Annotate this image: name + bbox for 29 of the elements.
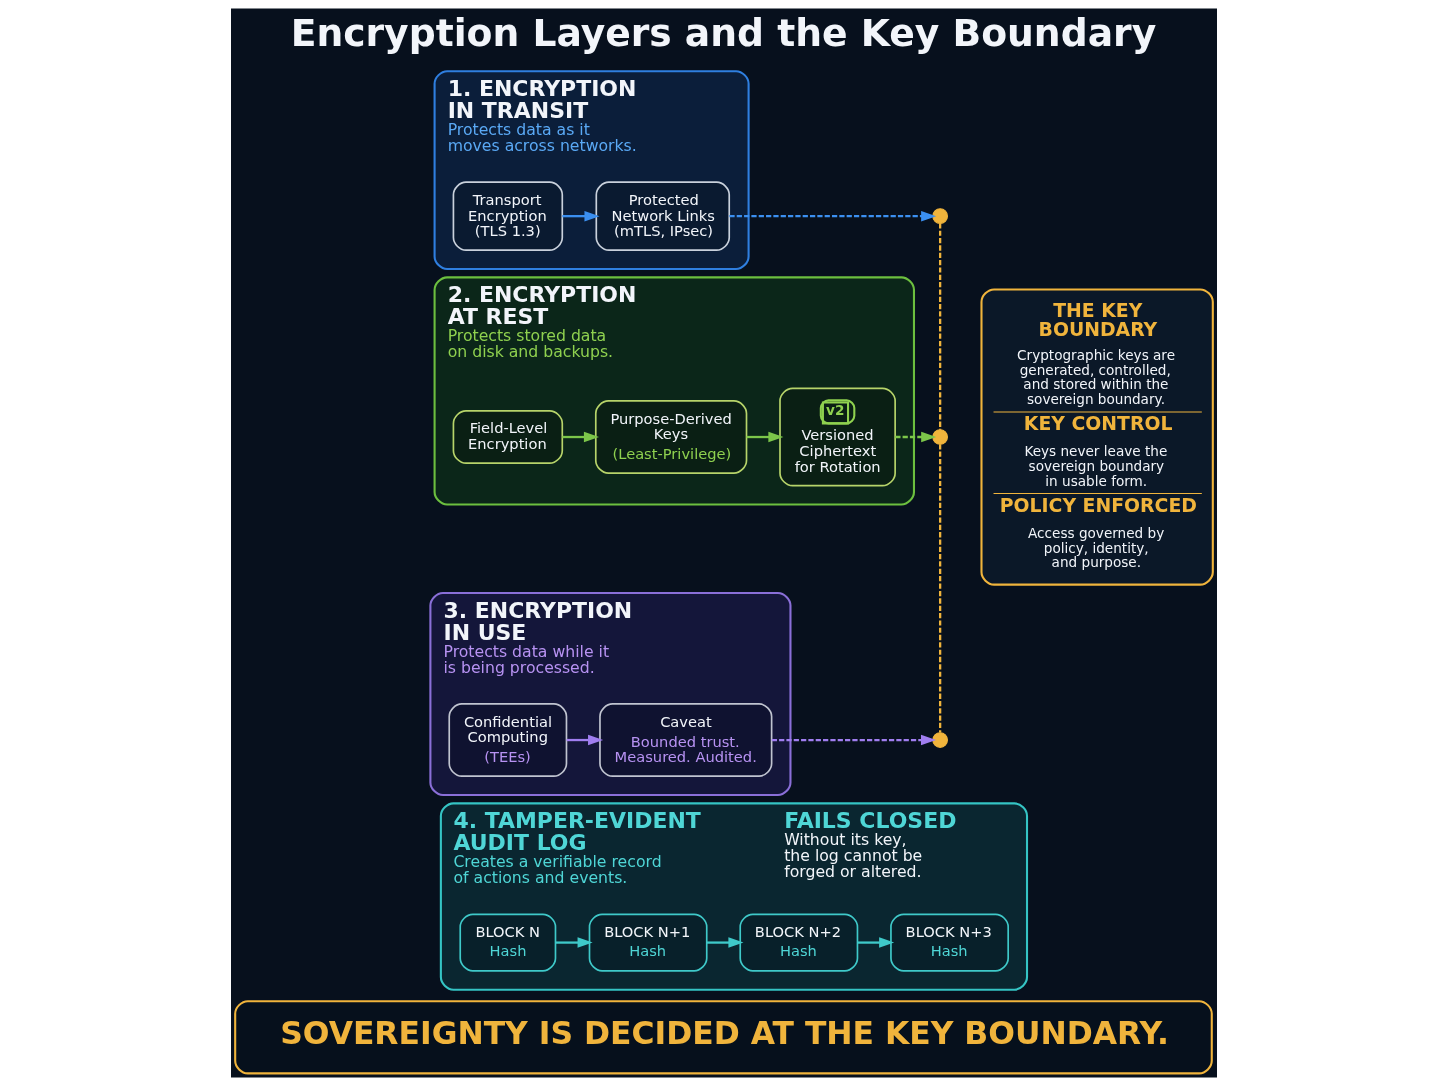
node-circle	[932, 732, 948, 748]
node-circle	[932, 208, 948, 224]
arrow	[857, 937, 895, 948]
arrow	[746, 431, 784, 443]
node-box: Purpose-Derived Keys (Least-Privilege)	[594, 400, 748, 474]
node-box: BLOCK N+2 Hash	[739, 913, 859, 972]
node-box: Field-Level Encryption	[452, 410, 564, 465]
connector	[939, 223, 942, 430]
node-box: SOVEREIGNTY IS DECIDED AT THE KEY BOUNDARY.	[234, 1000, 1213, 1075]
node-circle	[932, 429, 948, 445]
node-box: Caveat Bounded trust. Measured. Audited.	[599, 703, 773, 777]
connector	[939, 444, 942, 733]
node-box: THE KEY BOUNDARY Cryptographic keys are generated, controlled, and stored within the sovereign boundary. KEY CONTROL Keys never leave the sovereign boundary in usable form. POLICY ENFORCED Access governed by policy, identity, and purpose.	[980, 288, 1214, 586]
arrow	[555, 937, 593, 948]
arrow	[895, 431, 937, 443]
arrow	[707, 937, 744, 948]
diagram-title: Encryption Layers and the Key Boundary	[290, 10, 1157, 55]
arrow	[566, 734, 604, 746]
arrow	[562, 431, 599, 443]
node-box: Confidential Computing (TEEs)	[448, 703, 568, 777]
node-box: Transport Encryption (TLS 1.3)	[452, 181, 564, 251]
arrow	[771, 734, 937, 746]
node-box: v2 Versioned Ciphertext for Rotation	[779, 387, 896, 487]
arrow	[729, 210, 937, 222]
node-box: BLOCK N+1 Hash	[588, 913, 708, 972]
node-box: Protected Network Links (mTLS, IPsec)	[595, 181, 731, 251]
node-box: BLOCK N+3 Hash	[890, 913, 1009, 972]
arrow	[562, 210, 600, 222]
node-box: BLOCK N Hash	[459, 913, 557, 972]
